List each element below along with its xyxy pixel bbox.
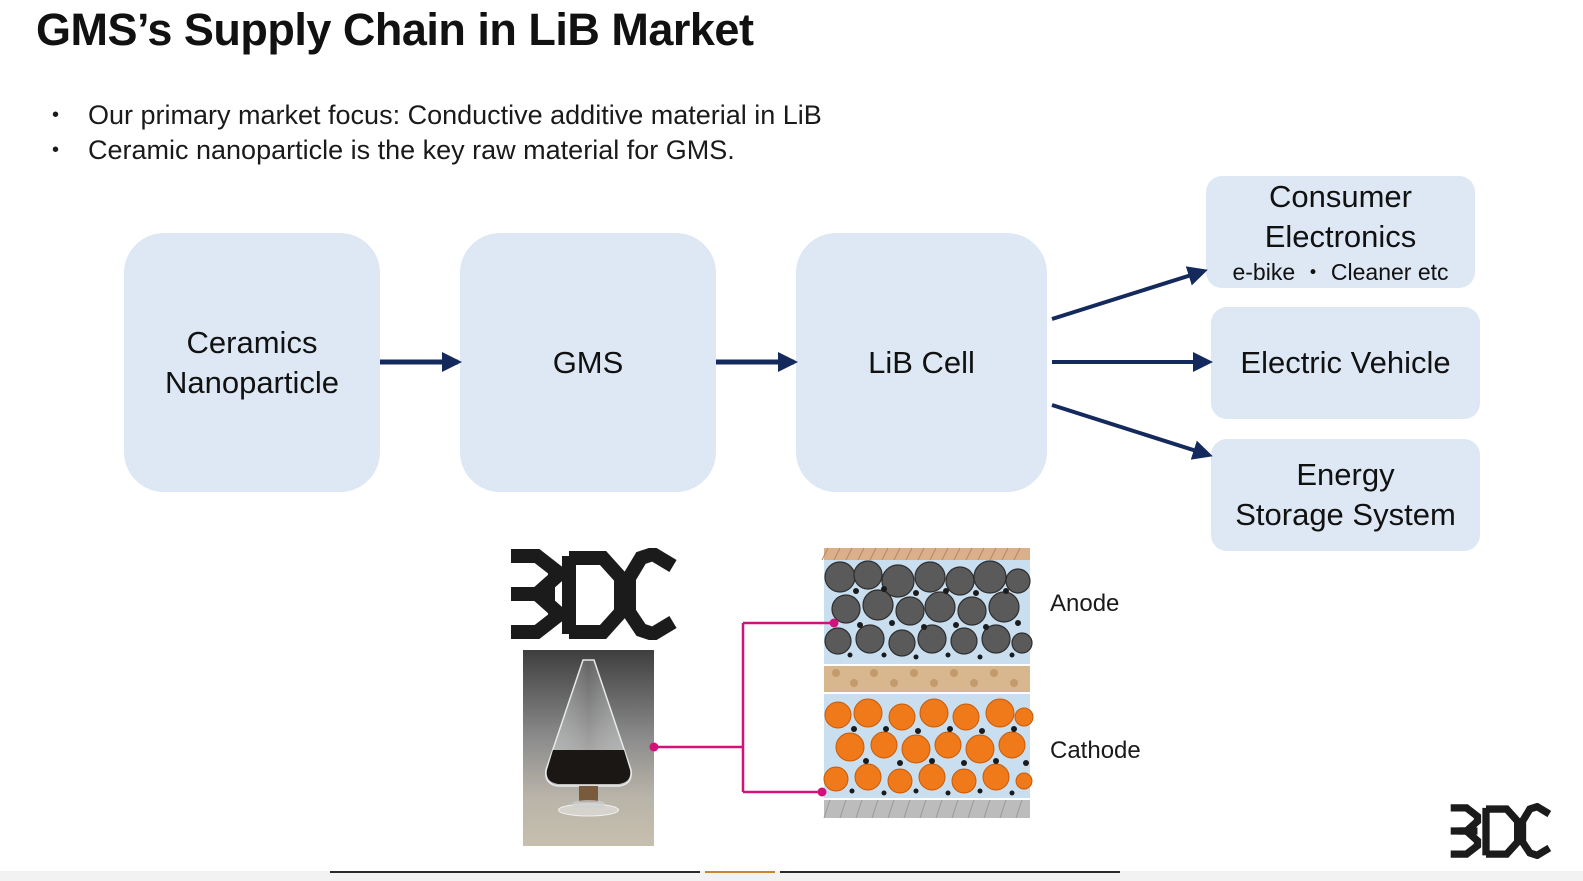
company-logo-corner <box>1450 803 1552 859</box>
consumer-sub: e-bike ・ Cleaner etc <box>1232 259 1449 285</box>
bullet-item: Our primary market focus: Conductive add… <box>50 98 822 133</box>
ceramics-line2: Nanoparticle <box>164 364 340 400</box>
gms-box: GMS <box>460 233 716 492</box>
energy-storage-box: Energy Storage System <box>1211 439 1480 551</box>
consumer-line2: Electronics <box>1264 219 1417 254</box>
ev-label: Electric Vehicle <box>1240 345 1451 380</box>
ceramics-line1: Ceramics <box>186 324 318 360</box>
slide-title: GMS’s Supply Chain in LiB Market <box>36 4 754 55</box>
ceramics-nanoparticle-box: Ceramics Nanoparticle <box>124 233 380 492</box>
slide-footer-bar <box>0 871 1583 881</box>
bullet-list: Our primary market focus: Conductive add… <box>50 98 822 168</box>
bullet-item: Ceramic nanoparticle is the key raw mate… <box>50 133 822 168</box>
lib-cell-label: LiB Cell <box>868 344 975 380</box>
electric-vehicle-box: Electric Vehicle <box>1211 307 1480 419</box>
powder-flask-photo <box>523 650 654 846</box>
lib-cell-box: LiB Cell <box>796 233 1047 492</box>
battery-cross-section <box>820 547 1036 822</box>
consumer-line1: Consumer <box>1269 179 1412 214</box>
footer-segment <box>330 871 700 873</box>
footer-segment <box>780 871 1120 873</box>
arrow-lib-to-consumer <box>1051 266 1208 321</box>
arrow-lib-to-ess <box>1051 403 1213 460</box>
footer-segment-accent <box>705 871 775 873</box>
company-logo <box>511 548 677 640</box>
gms-label: GMS <box>552 344 624 380</box>
cathode-label: Cathode <box>1050 737 1141 764</box>
anode-label: Anode <box>1050 590 1120 617</box>
consumer-electronics-box: Consumer Electronics e-bike ・ Cleaner et… <box>1206 176 1475 288</box>
ess-line1: Energy <box>1296 457 1395 492</box>
ess-line2: Storage System <box>1235 497 1456 532</box>
